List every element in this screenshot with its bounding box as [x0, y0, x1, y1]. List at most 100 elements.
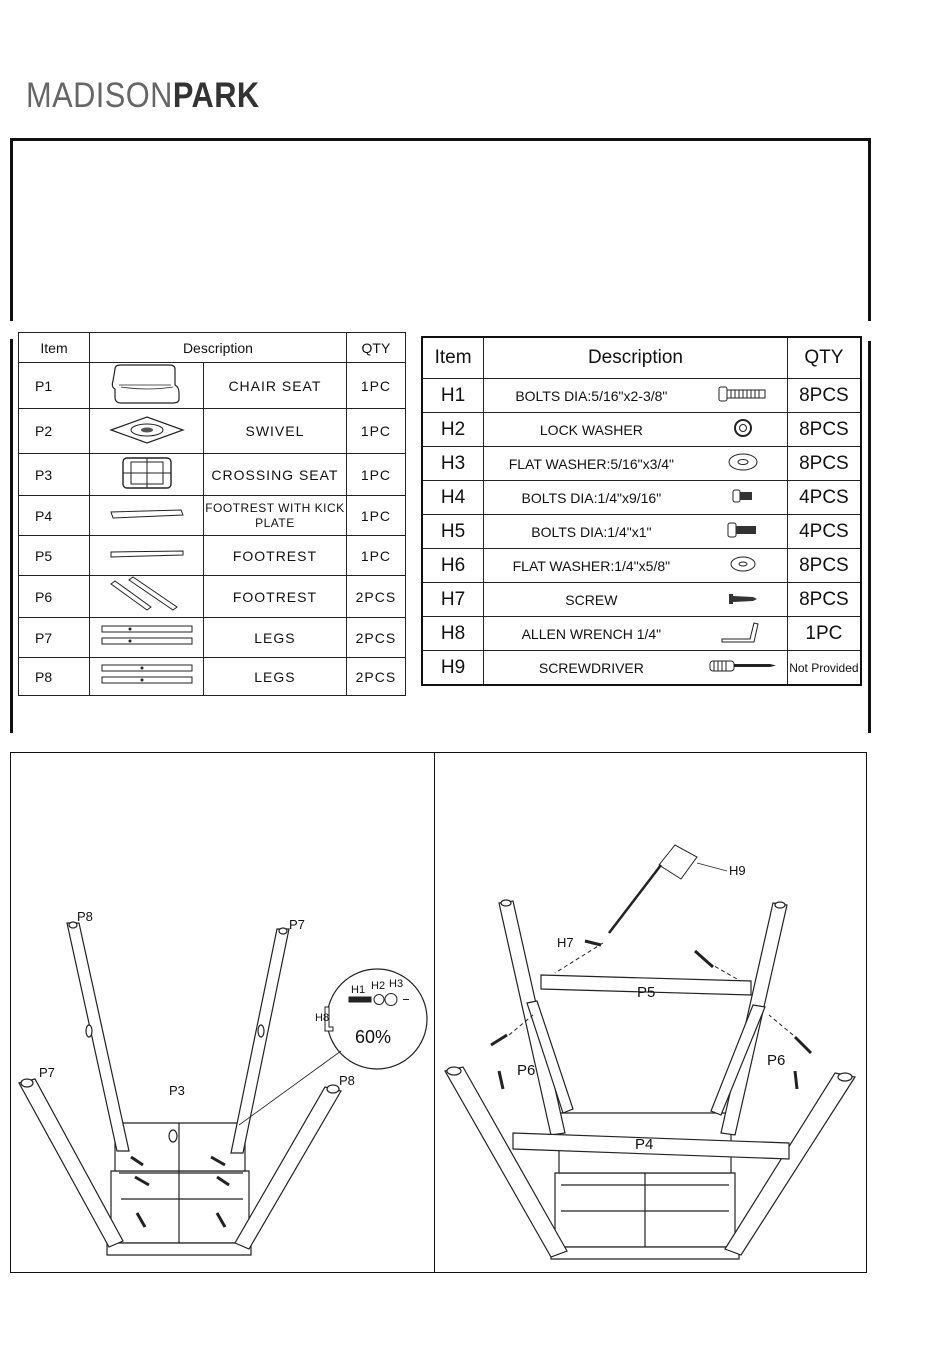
footrest-kick-icon — [109, 509, 184, 519]
part-qty: 2PCS — [345, 617, 407, 658]
legs-icon — [101, 664, 193, 684]
table-row: H7 SCREW 8PCS — [421, 582, 862, 617]
hardware-description: SCREWDRIVER — [483, 650, 699, 686]
hardware-table: Item Description QTY H1 BOLTS DIA:5/16"x… — [421, 336, 862, 686]
item-code: H5 — [421, 514, 485, 549]
brand-part1: MADISON — [26, 76, 173, 115]
item-code: P7 — [17, 617, 91, 658]
part-description: FOOTREST WITH KICK PLATE — [203, 495, 347, 536]
header-item: Item — [421, 336, 485, 379]
footrest-pair-icon — [109, 576, 178, 611]
label-h7: H7 — [557, 935, 574, 950]
item-code: P1 — [17, 362, 91, 409]
item-code: P8 — [17, 657, 91, 696]
table-row: P8 LEGS 2PCS — [17, 657, 407, 696]
label-p8-top: P8 — [77, 909, 93, 924]
legs-icon — [101, 625, 193, 645]
label-h2: H2 — [371, 980, 385, 992]
table-row: P7 LEGS 2PCS — [17, 617, 407, 658]
part-qty: 1PC — [345, 362, 407, 409]
part-description: FOOTREST — [203, 575, 347, 618]
bolt-icon — [727, 522, 756, 538]
label-h8: H8 — [315, 1012, 329, 1024]
item-code: H6 — [421, 548, 485, 583]
part-description: CROSSING SEAT — [203, 453, 347, 496]
item-code: P2 — [17, 408, 91, 454]
lock-washer-icon — [733, 419, 752, 437]
hardware-qty: 8PCS — [786, 412, 862, 447]
hardware-qty: 4PCS — [786, 480, 862, 515]
table-row: P3 CROSSING SEAT 1PC — [17, 453, 407, 496]
part-description: LEGS — [203, 657, 347, 696]
item-code: H2 — [421, 412, 485, 447]
table-row: P6 FOOTREST 2PCS — [17, 575, 407, 618]
label-h1: H1 — [351, 984, 365, 996]
table-row: P1 CHAIR SEAT 1PC — [17, 362, 407, 409]
header-qty: QTY — [786, 336, 862, 379]
label-p4: P4 — [635, 1136, 653, 1153]
hardware-qty: 8PCS — [786, 548, 862, 583]
table-row: H1 BOLTS DIA:5/16"x2-3/8" 8PCS — [421, 378, 862, 413]
label-p7-top: P7 — [289, 917, 305, 932]
hardware-description: SCREW — [483, 582, 699, 617]
part-qty: 1PC — [345, 535, 407, 576]
hardware-qty: 4PCS — [786, 514, 862, 549]
part-qty: 1PC — [345, 495, 407, 536]
label-p6-left: P6 — [517, 1062, 535, 1079]
brand-logo: MADISONPARK — [26, 76, 260, 116]
label-percent: 60% — [355, 1027, 391, 1047]
screw-icon — [728, 593, 757, 604]
table-row: P2 SWIVEL 1PC — [17, 408, 407, 454]
label-p7-left: P7 — [39, 1065, 55, 1080]
item-code: P6 — [17, 575, 91, 618]
hardware-description: LOCK WASHER — [483, 412, 699, 447]
parts-table: Item Description QTY P1 CHAIR SEAT 1PC P… — [17, 332, 407, 696]
hardware-header-row: Item Description QTY — [421, 336, 862, 379]
part-description: FOOTREST — [203, 535, 347, 576]
hardware-description: BOLTS DIA:1/4"x1" — [483, 514, 699, 549]
label-p5: P5 — [637, 984, 655, 1001]
short-bolt-icon — [732, 489, 752, 503]
table-row: H9 SCREWDRIVER Not Provided — [421, 650, 862, 686]
table-row: H3 FLAT WASHER:5/16"x3/4" 8PCS — [421, 446, 862, 481]
item-code: P5 — [17, 535, 91, 576]
hardware-description: BOLTS DIA:5/16"x2-3/8" — [483, 378, 699, 413]
assembly-steps: P8 P7 P7 P8 P3 H1 H2 H3 H8 60% — [10, 752, 867, 1273]
flat-washer-icon — [728, 453, 758, 471]
parts-header-row: Item Description QTY — [17, 332, 407, 363]
part-qty: 2PCS — [345, 657, 407, 696]
step1-diagram: P8 P7 P7 P8 P3 H1 H2 H3 H8 60% — [18, 909, 428, 1256]
label-p8-right: P8 — [339, 1073, 355, 1088]
long-bolt-icon — [718, 386, 766, 402]
header-qty: QTY — [345, 332, 407, 363]
item-code: H3 — [421, 446, 485, 481]
item-code: H7 — [421, 582, 485, 617]
part-description: LEGS — [203, 617, 347, 658]
header-description: Description — [483, 336, 788, 379]
label-h3: H3 — [389, 978, 403, 990]
parts-frame — [9, 138, 872, 733]
hardware-description: ALLEN WRENCH 1/4" — [483, 616, 699, 651]
swivel-icon — [108, 415, 185, 444]
table-row: H6 FLAT WASHER:1/4"x5/8" 8PCS — [421, 548, 862, 583]
brand-part2: PARK — [172, 76, 260, 115]
item-code: H9 — [421, 650, 485, 686]
item-code: H1 — [421, 378, 485, 413]
part-qty: 1PC — [345, 453, 407, 496]
hardware-qty: 8PCS — [786, 582, 862, 617]
table-row: H4 BOLTS DIA:1/4"x9/16" 4PCS — [421, 480, 862, 515]
hardware-description: FLAT WASHER:1/4"x5/8" — [483, 548, 699, 583]
flat-washer-small-icon — [730, 556, 756, 572]
table-row: P5 FOOTREST 1PC — [17, 535, 407, 576]
hardware-qty: 1PC — [786, 616, 862, 651]
screwdriver-icon — [709, 660, 776, 672]
table-row: P4 FOOTREST WITH KICK PLATE 1PC — [17, 495, 407, 536]
item-code: H8 — [421, 616, 485, 651]
item-code: P4 — [17, 495, 91, 536]
hardware-qty: Not Provided — [786, 650, 862, 686]
chair-seat-icon — [111, 364, 180, 404]
header-description: Description — [89, 332, 347, 363]
table-row: H8 ALLEN WRENCH 1/4" 1PC — [421, 616, 862, 651]
hardware-description: BOLTS DIA:1/4"x9/16" — [483, 480, 699, 515]
header-item: Item — [17, 332, 91, 363]
